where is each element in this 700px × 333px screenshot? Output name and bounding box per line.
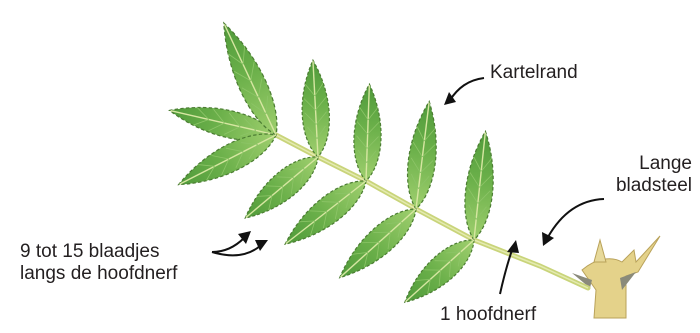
leaflet [352, 84, 382, 182]
stem-base [572, 236, 660, 318]
arrow-kartelrand-icon [444, 78, 484, 105]
label-lange-bladsteel: Lange bladsteel [606, 153, 692, 197]
arrow-lange-bladsteel-icon [542, 199, 604, 246]
label-blaadjes-count: 9 tot 15 blaadjes langs de hoofdnerf [20, 241, 177, 285]
arrow-hoofdnerf-icon [500, 240, 519, 294]
label-kartelrand: Kartelrand [490, 62, 578, 84]
label-count-line1: 9 tot 15 blaadjes [20, 241, 177, 263]
leaflet [396, 230, 483, 312]
label-lange-line1: Lange [606, 153, 692, 175]
arrow-blaadjes-icon [212, 231, 268, 255]
leaflet [461, 130, 499, 241]
label-hoofdnerf: 1 hoofdnerf [440, 304, 536, 326]
label-lange-line2: bladsteel [606, 175, 692, 197]
leaflet [299, 60, 331, 158]
leaflet [403, 100, 443, 211]
label-count-line2: langs de hoofdnerf [20, 263, 177, 285]
